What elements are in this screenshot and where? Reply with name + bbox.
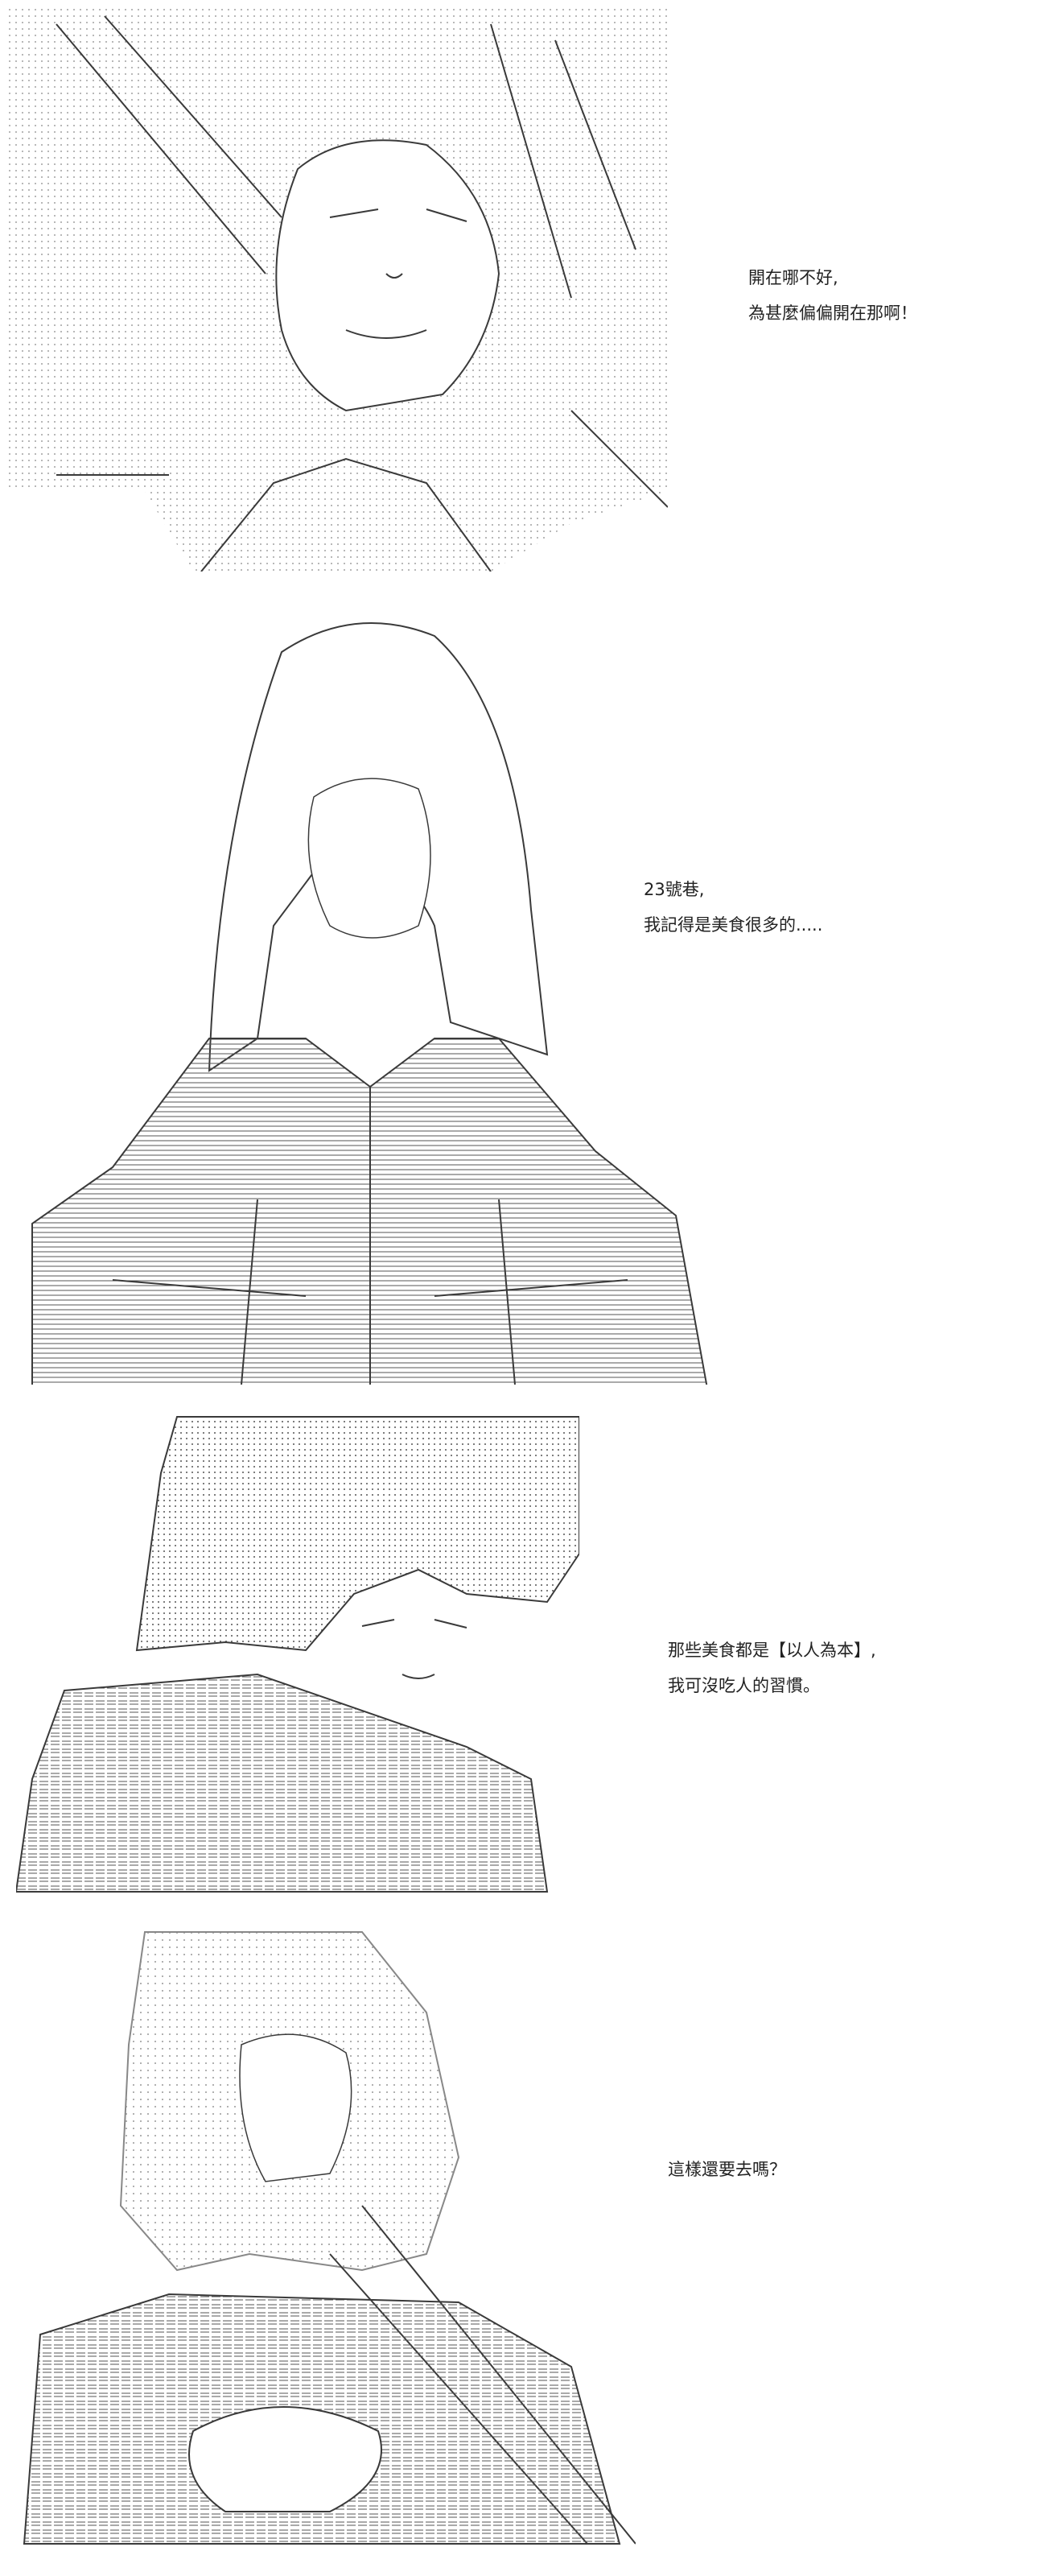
ascii-art-figure bbox=[16, 588, 708, 1385]
ascii-art-figure bbox=[8, 8, 668, 572]
dialogue-line: 23號巷, bbox=[644, 880, 705, 899]
panel-4: 這樣還要去嗎？ bbox=[0, 1916, 1046, 2560]
dialogue-line: 為甚麼偏偏開在那啊！ bbox=[748, 303, 917, 323]
dialogue-line: 這樣還要去嗎？ bbox=[668, 2160, 786, 2179]
ascii-art-figure bbox=[16, 1409, 579, 1900]
dialogue-line: 我記得是美食很多的..... bbox=[644, 915, 823, 935]
dialogue-line: 我可沒吃人的習慣。 bbox=[668, 1676, 820, 1695]
dialogue-text: 這樣還要去嗎？ bbox=[668, 2157, 786, 2193]
panel-2: 23號巷, 我記得是美食很多的..... bbox=[0, 588, 1046, 1401]
ascii-art-figure bbox=[8, 1916, 636, 2552]
panel-3: 那些美食都是【以人為本】, 我可沒吃人的習慣。 bbox=[0, 1409, 1046, 1908]
panel-1: 開在哪不好, 為甚麼偏偏開在那啊！ bbox=[0, 0, 1046, 580]
dialogue-text: 那些美食都是【以人為本】, 我可沒吃人的習慣。 bbox=[668, 1638, 876, 1709]
dialogue-text: 23號巷, 我記得是美食很多的..... bbox=[644, 877, 822, 948]
dialogue-text: 開在哪不好, 為甚麼偏偏開在那啊！ bbox=[748, 266, 917, 336]
dialogue-line: 那些美食都是【以人為本】, bbox=[668, 1641, 876, 1660]
dialogue-line: 開在哪不好, bbox=[748, 268, 838, 287]
